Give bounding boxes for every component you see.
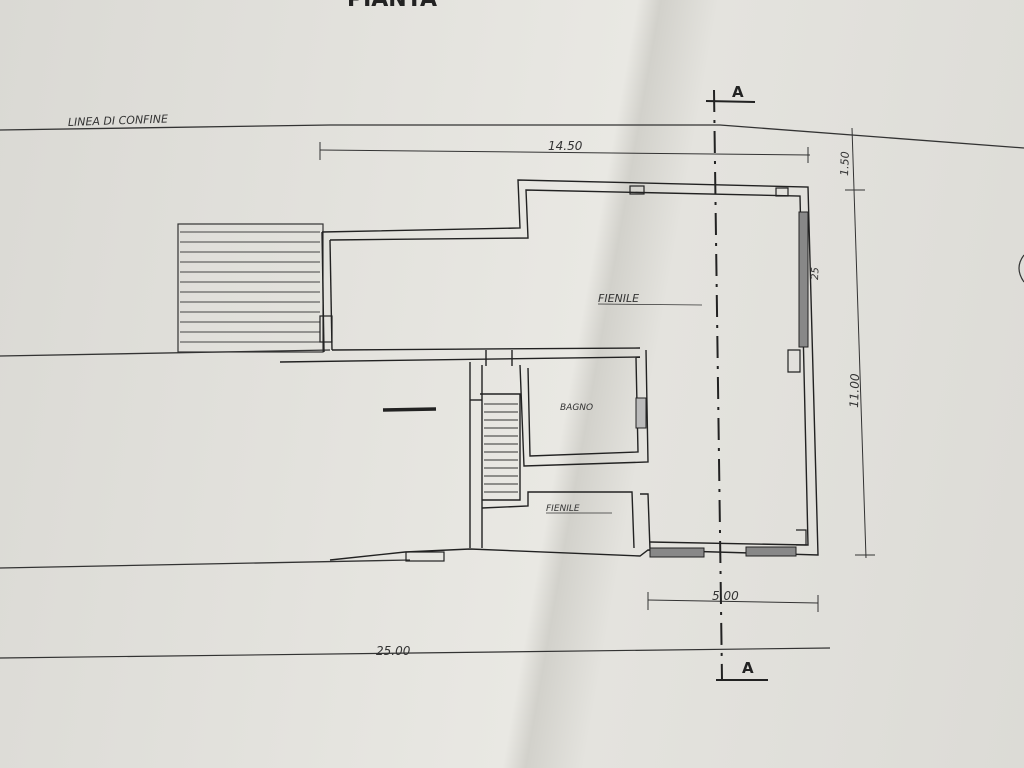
- external-ground-line-upper: [0, 349, 331, 357]
- interior-walls: [469, 349, 651, 551]
- bathroom-window: [635, 397, 647, 429]
- boundary-line: [0, 124, 1024, 149]
- wall-mark: [382, 407, 437, 412]
- section-marker-top: A: [732, 83, 744, 101]
- door-opening: [319, 315, 333, 343]
- edge-mark: [1018, 254, 1024, 283]
- bottom-window-left: [649, 547, 705, 558]
- total-length-dimension: 25.00: [376, 644, 411, 658]
- wall-thickness-dimension: 25: [810, 267, 821, 280]
- room-label-fienile-main: FIENILE: [598, 292, 639, 305]
- right-height-dimension: 11.00: [847, 373, 862, 408]
- bottom-segment-dimension-line: [647, 599, 819, 604]
- right-dimension-line: [851, 127, 867, 559]
- top-right-offset-dimension: 1.50: [838, 151, 852, 176]
- bottom-window-right: [745, 546, 797, 557]
- top-dimension-line: [319, 149, 811, 156]
- hatched-outdoor-area: [177, 223, 324, 353]
- total-length-dimension-line: [0, 647, 831, 659]
- right-wall-pillar: [787, 349, 801, 373]
- corner-pillar: [796, 529, 807, 546]
- sheet-title: PIANTA: [347, 0, 437, 12]
- section-marker-top-arrow: [705, 100, 756, 103]
- wall-notch: [775, 187, 789, 197]
- staircase: [484, 403, 518, 493]
- section-line-a-a: [713, 89, 723, 681]
- entrance-threshold: [405, 551, 445, 562]
- boundary-line-label: LINEA DI CONFINE: [68, 113, 169, 129]
- wall-notch: [629, 185, 645, 195]
- room-label-bagno: BAGNO: [560, 403, 593, 413]
- right-window-band: [798, 211, 809, 348]
- external-ground-line-lower: [0, 559, 411, 569]
- room-label-underline: [597, 303, 703, 306]
- building-outer-walls: [279, 179, 819, 561]
- room-label-fienile-small: FIENILE: [546, 504, 580, 514]
- bottom-segment-dimension: 5.00: [712, 589, 739, 603]
- top-width-dimension: 14.50: [548, 139, 583, 153]
- section-marker-bottom: A: [742, 659, 754, 677]
